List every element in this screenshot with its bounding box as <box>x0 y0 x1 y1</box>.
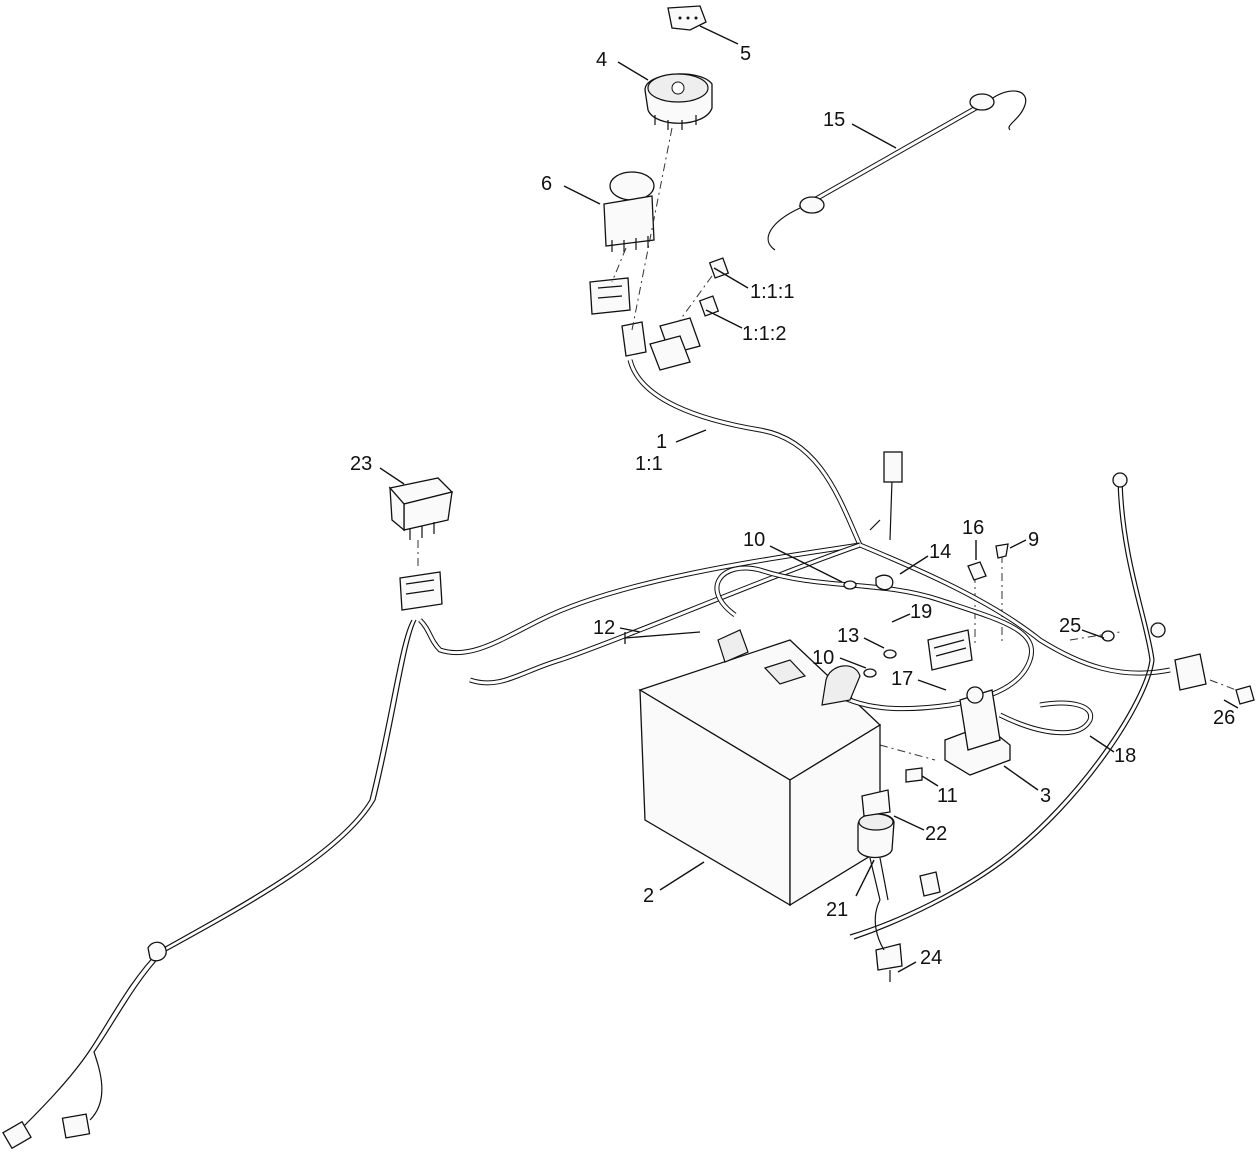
rocker-connector <box>399 571 443 611</box>
callout-21: 21 <box>826 899 848 921</box>
callout-23: 23 <box>350 453 372 475</box>
harness-connector <box>927 629 973 671</box>
callout-3: 3 <box>1040 785 1051 807</box>
battery <box>638 639 882 907</box>
fuse-block <box>621 317 701 371</box>
callout-26: 26 <box>1213 707 1235 729</box>
connector-cap <box>667 5 707 31</box>
callout-17: 17 <box>891 668 913 690</box>
callout-1-1: 1:1 <box>635 453 663 475</box>
harness-plug <box>874 871 941 982</box>
left-harness-branch <box>2 619 417 1150</box>
callout-24: 24 <box>920 947 942 969</box>
callout-5: 5 <box>740 43 751 65</box>
callout-13: 13 <box>837 625 859 647</box>
rocker-switch <box>388 477 454 540</box>
callout-19: 19 <box>910 601 932 623</box>
callout-14: 14 <box>929 541 951 563</box>
callout-22: 22 <box>925 823 947 845</box>
callout-9: 9 <box>1028 529 1039 551</box>
right-connector <box>1174 653 1255 705</box>
callout-16: 16 <box>962 517 984 539</box>
hardware <box>624 543 1115 783</box>
callout-2: 2 <box>643 885 654 907</box>
callout-15: 15 <box>823 109 845 131</box>
main-harness <box>418 359 1171 686</box>
callout-labels: 5 4 6 15 1:1:1 1:1:2 1 1:1 23 10 14 16 9… <box>350 43 1235 969</box>
ground-lead <box>849 472 1166 940</box>
callout-25: 25 <box>1059 615 1081 637</box>
pto-switch <box>603 171 655 252</box>
callout-12: 12 <box>593 617 615 639</box>
battery-cable <box>714 565 1034 712</box>
starter-solenoid <box>944 686 1011 776</box>
fuse-1-1-2 <box>698 295 720 317</box>
callout-6: 6 <box>541 173 552 195</box>
key-switch <box>857 789 895 901</box>
callout-10-bottom: 10 <box>812 647 834 669</box>
bungee-strap <box>767 90 1027 251</box>
ignition-switch <box>644 73 713 130</box>
pto-connector <box>589 277 631 315</box>
solenoid-cable <box>998 700 1094 736</box>
callout-1-1-1: 1:1:1 <box>750 281 794 303</box>
callout-4: 4 <box>596 49 607 71</box>
callout-1: 1 <box>656 431 667 453</box>
callout-18: 18 <box>1114 745 1136 767</box>
callout-1-1-2: 1:1:2 <box>742 323 786 345</box>
callout-10-top: 10 <box>743 529 765 551</box>
leader-lines <box>379 25 1239 973</box>
callout-11: 11 <box>937 785 958 807</box>
